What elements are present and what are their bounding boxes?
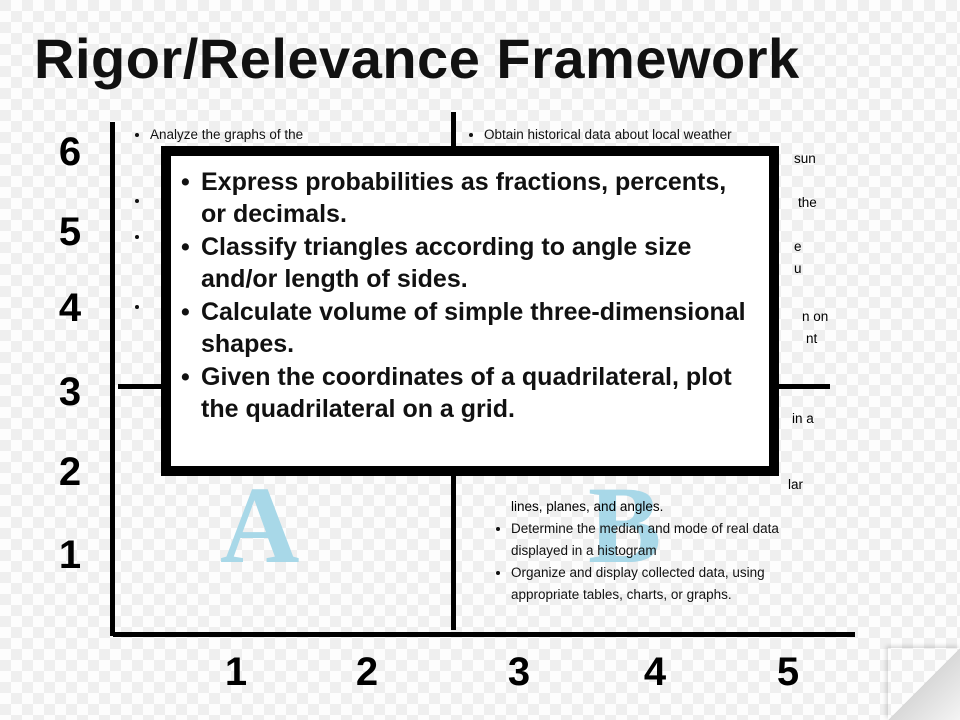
list-item: Organize and display collected data, usi… <box>511 562 829 606</box>
tr-fragment: u <box>794 261 802 276</box>
tr-fragment: nt <box>806 331 818 346</box>
quadrant-b-letter: B <box>588 464 662 586</box>
tr-fragment: sun <box>794 151 816 166</box>
page-title: Rigor/Relevance Framework <box>34 27 800 90</box>
list-item: Analyze the graphs of the <box>150 124 438 146</box>
y-label-4: 4 <box>58 286 82 330</box>
br-fragment: lar <box>788 477 804 492</box>
y-label-6: 6 <box>58 130 82 174</box>
y-label-5: 5 <box>58 210 82 254</box>
x-label-3: 3 <box>507 650 531 694</box>
overlay-box: Express probabilities as fractions, perc… <box>161 146 779 476</box>
overlay-item: Classify triangles according to angle si… <box>181 231 757 295</box>
top-left-bullets <box>128 190 148 318</box>
y-axis-line <box>110 122 115 636</box>
overlay-content: Express probabilities as fractions, perc… <box>171 156 769 466</box>
br-fragment: in a <box>792 411 814 426</box>
list-item: Determine the median and mode of real da… <box>511 518 829 562</box>
x-axis-line <box>113 632 855 637</box>
bottom-right-quadrant: Determine the median and mode of real da… <box>489 518 829 606</box>
tr-fragment: the <box>798 195 817 210</box>
y-label-2: 2 <box>58 450 82 494</box>
x-label-2: 2 <box>355 650 379 694</box>
list-item: Obtain historical data about local weath… <box>484 124 842 146</box>
y-label-3: 3 <box>58 370 82 414</box>
y-label-1: 1 <box>58 533 82 577</box>
x-label-5: 5 <box>776 650 800 694</box>
br-fragment: lines, planes, and angles. <box>511 499 664 514</box>
quadrant-a-letter: A <box>220 464 300 586</box>
tr-fragment: e <box>794 239 802 254</box>
x-label-4: 4 <box>643 650 667 694</box>
top-right-quadrant: Obtain historical data about local weath… <box>462 124 842 146</box>
top-left-quadrant: Analyze the graphs of the <box>128 124 438 146</box>
page-curl-decoration <box>888 648 960 720</box>
overlay-item: Given the coordinates of a quadrilateral… <box>181 361 757 425</box>
x-label-1: 1 <box>224 650 248 694</box>
overlay-item: Calculate volume of simple three-dimensi… <box>181 296 757 360</box>
overlay-list: Express probabilities as fractions, perc… <box>181 166 757 425</box>
tr-fragment: n on <box>802 309 829 324</box>
overlay-item: Express probabilities as fractions, perc… <box>181 166 757 230</box>
